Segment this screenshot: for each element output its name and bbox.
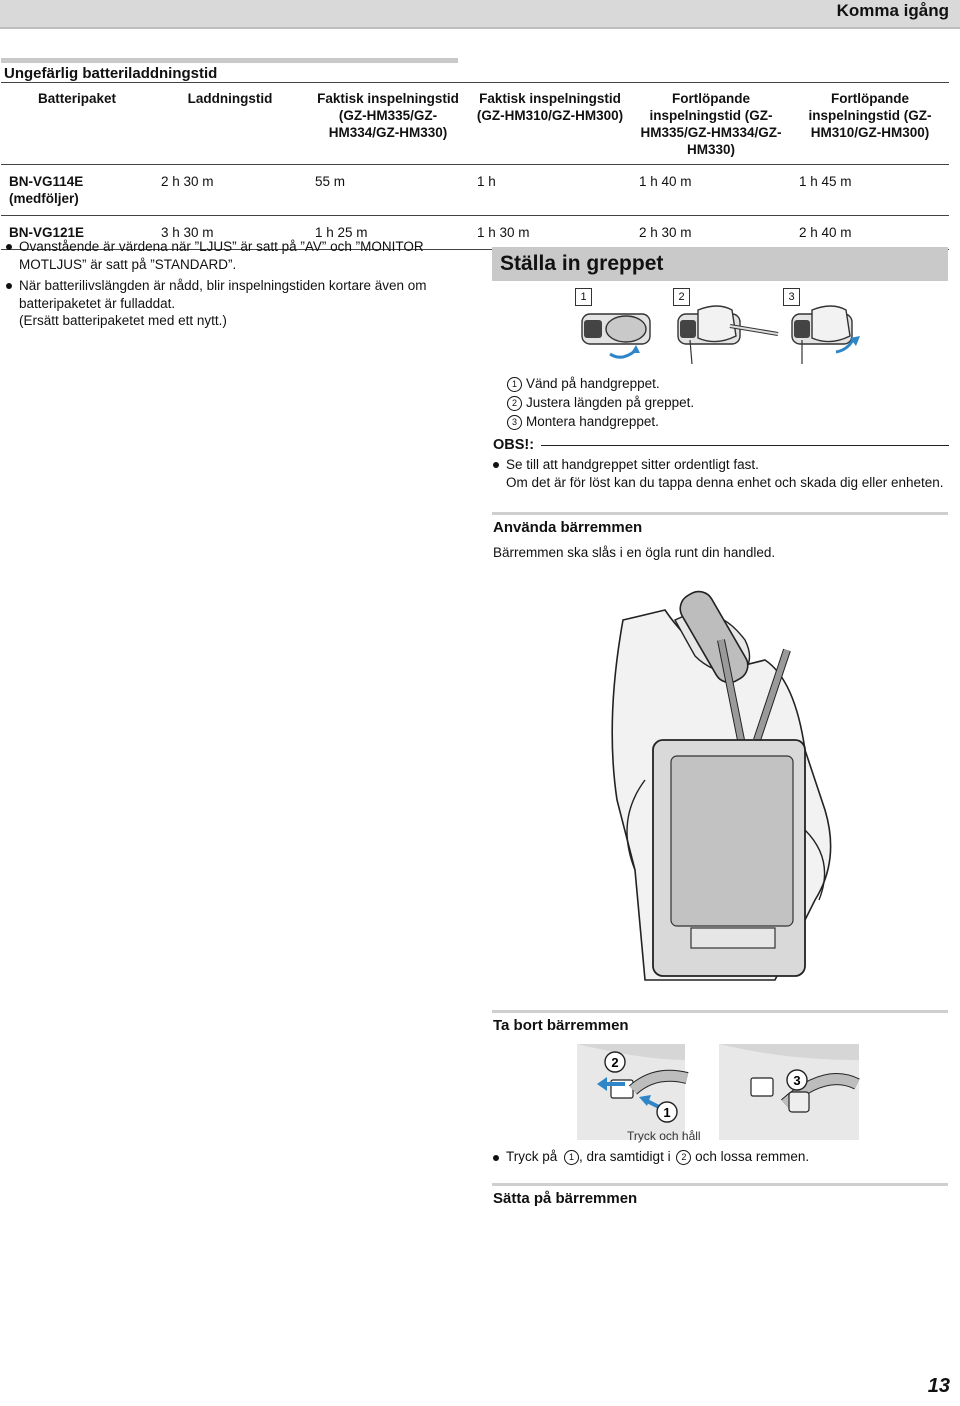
row-header: BN-VG114E (medföljer) xyxy=(9,174,84,206)
list-item: 3 Montera handgreppet. xyxy=(507,412,694,431)
fig-label: 2 xyxy=(611,1055,618,1070)
note-text: Ovanstående är värdena när ”LJUS” är sat… xyxy=(19,239,424,272)
table-row: BN-VG114E (medföljer) 2 h 30 m 55 m 1 h … xyxy=(1,165,949,216)
bullet-icon xyxy=(493,1155,499,1161)
table-cell: 1 h 40 m xyxy=(639,174,692,189)
note-text: (Ersätt batteripaketet med ett nytt.) xyxy=(19,313,227,328)
note-text: När batterilivslängden är nådd, blir ins… xyxy=(19,278,427,311)
bullet-icon xyxy=(493,462,499,468)
list-item: 2 Justera längden på greppet. xyxy=(507,393,694,412)
column-header: Faktisk inspelningstid (GZ-HM335/GZ-HM33… xyxy=(317,91,459,140)
page-number: 13 xyxy=(927,1375,950,1397)
battery-section-rule xyxy=(1,58,458,63)
instr-text-b: , dra samtidigt i xyxy=(579,1149,671,1164)
instr-text-a: Tryck på xyxy=(506,1149,558,1164)
step-text: Justera längden på greppet. xyxy=(526,395,695,410)
grip-section-title: Ställa in greppet xyxy=(500,252,664,275)
step-number: 3 xyxy=(507,415,522,430)
obs-block: OBS!: xyxy=(493,436,949,454)
fig-label: 1 xyxy=(663,1105,670,1120)
table-cell: 1 h xyxy=(477,174,496,189)
bullet-icon xyxy=(6,244,12,250)
camcorder-grip-step-3 xyxy=(791,305,860,364)
bullet-icon xyxy=(6,283,12,289)
table-header-row: Batteripaket Laddningstid Faktisk inspel… xyxy=(1,82,949,165)
fig-caption: Tryck och håll xyxy=(627,1129,701,1143)
figure-number: 1 xyxy=(575,288,592,306)
obs-rule xyxy=(541,445,949,446)
list-item: När batterilivslängden är nådd, blir ins… xyxy=(6,277,454,312)
strap-attach-rule xyxy=(492,1183,948,1186)
column-header: Fortlöpande inspelningstid (GZ-HM335/GZ-… xyxy=(640,91,782,157)
strap-remove-illustration: 2 1 Tryck och håll 3 xyxy=(577,1044,860,1143)
grip-section-heading: Ställa in greppet xyxy=(492,247,948,281)
battery-section-title: Ungefärlig batteriladdningstid xyxy=(4,65,218,82)
strap-remove-rule xyxy=(492,1010,948,1013)
obs-text: Se till att handgreppet sitter ordentlig… xyxy=(506,457,759,472)
step-number: 2 xyxy=(676,1150,692,1165)
list-item: Om det är för löst kan du tappa denna en… xyxy=(493,474,960,492)
table-cell: 1 h 30 m xyxy=(477,225,530,240)
column-header: Laddningstid xyxy=(187,91,273,106)
table-cell: 3 h 30 m xyxy=(161,225,214,240)
row-header: BN-VG121E xyxy=(9,225,85,240)
camcorder-grip-step-2 xyxy=(677,305,779,365)
step-text: Vänd på handgreppet. xyxy=(526,376,660,391)
table-cell: 1 h 45 m xyxy=(799,174,852,189)
table-cell: 1 h 25 m xyxy=(315,225,368,240)
obs-text: Om det är för löst kan du tappa denna en… xyxy=(506,474,944,490)
step-number: 1 xyxy=(564,1150,580,1165)
strap-remove-fig-1: 2 1 Tryck och håll xyxy=(577,1044,701,1143)
column-header: Faktisk inspelningstid (GZ-HM310/GZ-HM30… xyxy=(476,91,624,123)
figure-number: 2 xyxy=(673,288,690,306)
table-row: BN-VG121E 3 h 30 m 1 h 25 m 1 h 30 m 2 h… xyxy=(1,216,949,250)
figure-number: 3 xyxy=(783,288,800,306)
header-title: Komma igång xyxy=(836,1,949,20)
column-header: Fortlöpande inspelningstid (GZ-HM310/GZ-… xyxy=(808,91,932,140)
hand-strap-illustration xyxy=(611,590,832,981)
grip-steps: 1 Vänd på handgreppet. 2 Justera längden p… xyxy=(507,374,694,431)
step-number: 2 xyxy=(507,396,522,411)
battery-table: Batteripaket Laddningstid Faktisk inspel… xyxy=(1,82,949,250)
step-text: Montera handgreppet. xyxy=(526,414,659,429)
strap-use-rule xyxy=(492,512,948,515)
strap-attach-title: Sätta på bärremmen xyxy=(493,1190,638,1207)
table-cell: 55 m xyxy=(315,174,346,189)
strap-remove-title: Ta bort bärremmen xyxy=(493,1017,629,1034)
table-cell: 2 h 40 m xyxy=(799,225,852,240)
instr-text-c: och lossa remmen. xyxy=(695,1149,810,1164)
strap-use-text: Bärremmen ska slås i en ögla runt din ha… xyxy=(493,545,776,560)
obs-label: OBS!: xyxy=(493,437,535,453)
strap-use-title: Använda bärremmen xyxy=(493,519,643,536)
camcorder-grip-step-1 xyxy=(581,313,651,359)
strap-remove-instruction: Tryck på 1, dra samtidigt i 2 och lossa … xyxy=(493,1149,960,1165)
table-cell: 2 h 30 m xyxy=(639,225,692,240)
fig-label: 3 xyxy=(793,1073,800,1088)
header-bar: Komma igång xyxy=(0,0,960,29)
list-item: 1 Vänd på handgreppet. xyxy=(507,374,694,393)
obs-list: Se till att handgreppet sitter ordentlig… xyxy=(493,456,960,491)
strap-remove-fig-2: 3 xyxy=(719,1044,860,1140)
list-item: Se till att handgreppet sitter ordentlig… xyxy=(493,456,960,474)
list-item: Ovanstående är värdena när ”LJUS” är sat… xyxy=(6,238,454,273)
list-item: (Ersätt batteripaketet med ett nytt.) xyxy=(6,312,454,330)
column-header: Batteripaket xyxy=(37,91,117,106)
step-number: 1 xyxy=(507,377,522,392)
table-cell: 2 h 30 m xyxy=(161,174,214,189)
grip-illustration xyxy=(581,305,860,365)
battery-notes: Ovanstående är värdena när ”LJUS” är sat… xyxy=(6,238,454,330)
